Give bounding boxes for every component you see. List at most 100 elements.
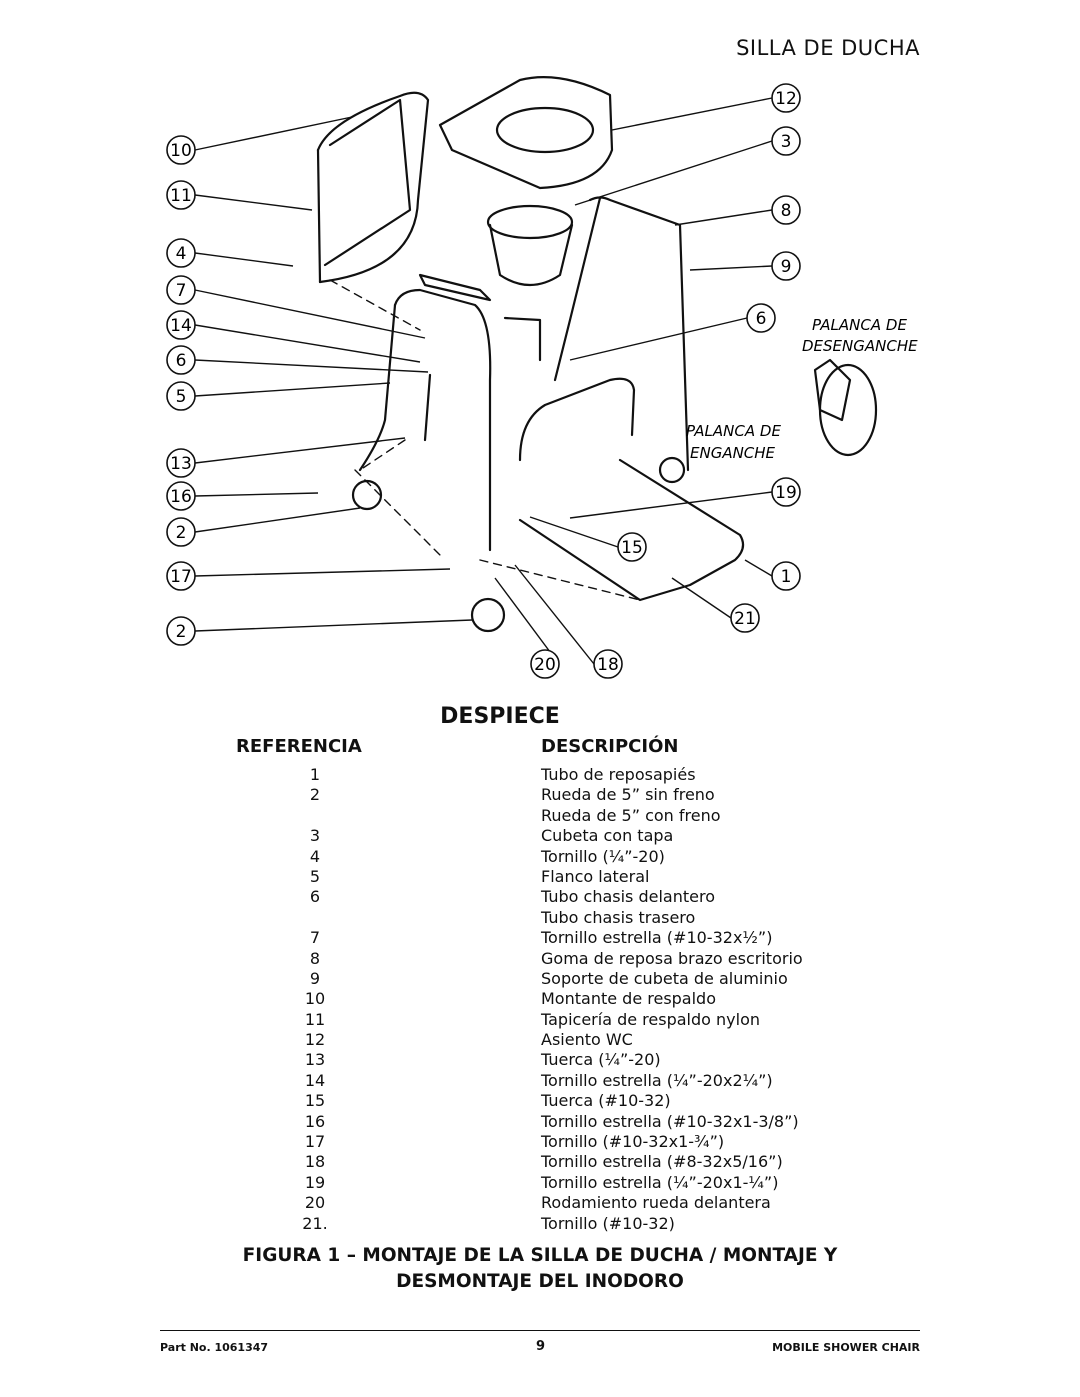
footer-divider	[160, 1330, 920, 1331]
callout-right-5: 19	[771, 477, 801, 507]
part-description: Rueda de 5” sin freno	[541, 785, 715, 805]
callout-number: 1	[781, 567, 792, 587]
callout-number: 2	[176, 523, 187, 543]
callout-number: 5	[176, 387, 187, 407]
callout-number: 11	[170, 186, 192, 206]
list-item: Tubo chasis trasero	[0, 908, 1080, 928]
callout-number: 21	[734, 609, 756, 629]
part-reference: 13	[304, 1050, 326, 1070]
callout-circle	[771, 83, 801, 113]
list-item: Rueda de 5” con freno	[0, 806, 1080, 826]
leader-line	[194, 507, 361, 533]
part-description: Tornillo (¼”-20)	[541, 846, 665, 866]
part-reference: 1	[309, 765, 321, 784]
callout-circle	[771, 561, 801, 591]
assembly-guide-line	[359, 439, 406, 471]
backrest-frame	[316, 91, 430, 284]
part-reference: 9	[309, 968, 321, 988]
caster-rear-right	[658, 456, 686, 484]
bucket-body	[488, 223, 574, 286]
callout-number: 16	[170, 487, 192, 507]
part-reference: 8	[309, 948, 321, 968]
leader-line	[674, 209, 773, 226]
rear-chassis-tube	[518, 377, 636, 462]
part-reference: 21.	[302, 1213, 328, 1233]
callout-right-9: 18	[593, 649, 623, 679]
part-reference: 19	[304, 1172, 326, 1192]
callout-circle	[771, 477, 801, 507]
footer-product-name: MOBILE SHOWER CHAIR	[772, 1341, 920, 1354]
part-reference: 7	[309, 928, 321, 948]
callout-number: 19	[775, 483, 797, 503]
bucket-support-leg	[553, 196, 602, 382]
callout-left-7: 13	[166, 448, 196, 478]
callout-left-8: 16	[166, 481, 196, 511]
callout-right-6: 15	[617, 532, 647, 562]
leader-line	[514, 564, 595, 665]
callout-circle	[166, 517, 196, 547]
assembly-guide-line	[329, 279, 421, 331]
part-description: Tapicería de respaldo nylon	[541, 1009, 760, 1029]
callout-right-8: 21	[730, 603, 760, 633]
part-reference: 14	[304, 1070, 326, 1090]
part-description: Tornillo estrella (¼”-20x1-¼”)	[541, 1172, 779, 1192]
callout-circle	[166, 275, 196, 305]
callout-left-9: 2	[166, 517, 196, 547]
callout-circle	[166, 616, 196, 646]
assembly-guide-line	[354, 469, 441, 556]
part-description: Tornillo estrella (#8-32x5/16”)	[541, 1152, 783, 1172]
leader-line	[569, 317, 748, 361]
callout-right-4: 6	[746, 303, 776, 333]
callout-right-7: 1	[771, 561, 801, 591]
callout-number: 10	[170, 141, 192, 161]
callout-number: 15	[621, 538, 643, 558]
callout-right-2: 8	[771, 195, 801, 225]
leader-line	[194, 194, 313, 211]
callout-number: 20	[534, 655, 556, 675]
leader-line	[529, 516, 619, 548]
callout-number: 2	[176, 622, 187, 642]
bucket-support-frame	[588, 196, 690, 472]
list-item: 1 Tubo de reposapiés	[0, 765, 1080, 785]
note-release-line1: PALANCA DE	[812, 316, 907, 334]
callout-circle	[771, 126, 801, 156]
backrest-upholstery	[316, 98, 412, 284]
cross-brace	[423, 316, 542, 442]
callout-left-2: 4	[166, 238, 196, 268]
leader-line	[194, 289, 426, 339]
callout-circle	[166, 448, 196, 478]
leader-line	[194, 382, 391, 397]
callout-number: 17	[170, 567, 192, 587]
column-header-description: DESCRIPCIÓN	[541, 736, 679, 757]
leader-line	[611, 97, 773, 131]
part-description: Tornillo (#10-32)	[541, 1213, 675, 1233]
figure-caption: FIGURA 1 – MONTAJE DE LA SILLA DE DUCHA …	[0, 1243, 1080, 1295]
part-reference: 18	[304, 1152, 326, 1172]
list-item: 19 Tornillo estrella (¼”-20x1-¼”)	[0, 1173, 1080, 1193]
part-description: Tubo de reposapiés	[541, 765, 696, 784]
callout-number: 18	[597, 655, 619, 675]
part-description: Montante de respaldo	[541, 989, 716, 1009]
leader-line	[194, 619, 473, 632]
callout-number: 12	[775, 89, 797, 109]
callout-circle	[771, 195, 801, 225]
part-description: Flanco lateral	[541, 866, 650, 886]
part-description: Soporte de cubeta de aluminio	[541, 968, 788, 988]
figure-caption-line2: DESMONTAJE DEL INODORO	[396, 1271, 684, 1292]
note-engage: PALANCA DE ENGANCHE	[686, 422, 781, 462]
part-description: Rueda de 5” con freno	[541, 805, 721, 825]
leader-line	[689, 265, 773, 271]
callout-number: 9	[781, 257, 792, 277]
chair-drawing	[316, 76, 878, 633]
side-frame-front	[393, 288, 492, 552]
